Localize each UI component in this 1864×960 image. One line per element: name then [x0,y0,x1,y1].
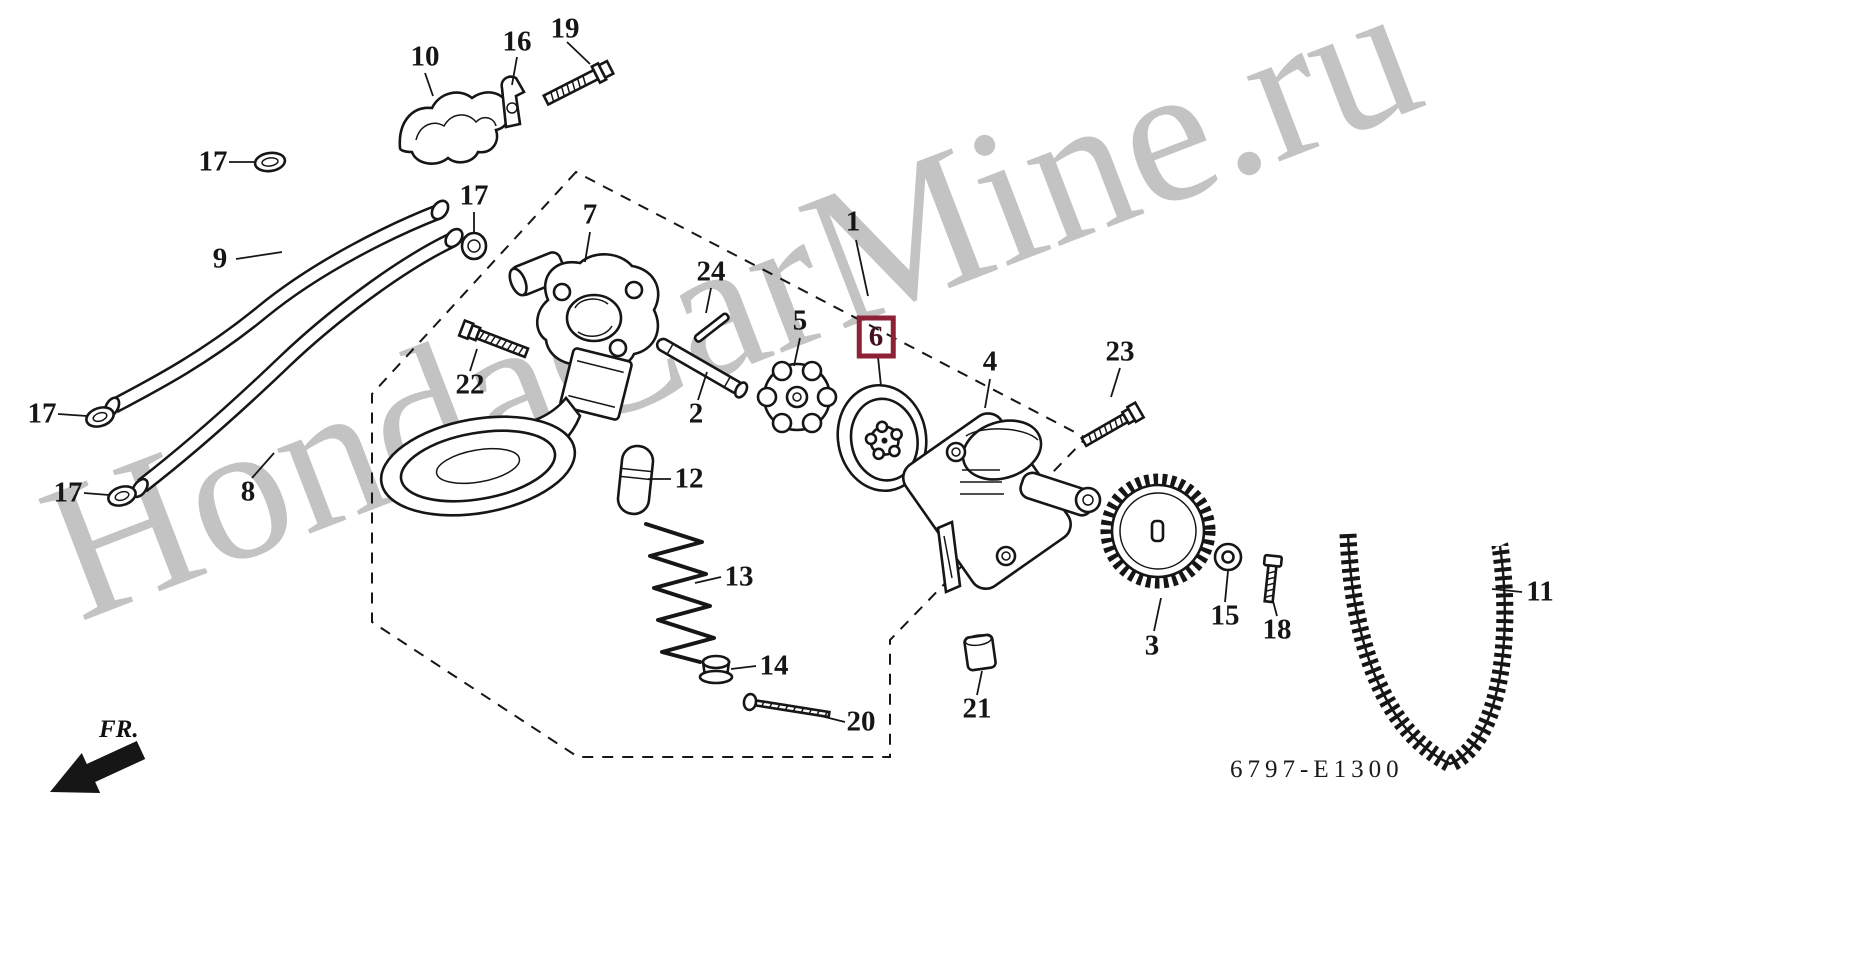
bolt-19 [541,59,616,107]
part-label-12[interactable]: 12 [674,462,704,495]
o-ring-17a [253,151,287,173]
oil-hose-9 [103,199,450,418]
part-label-21[interactable]: 21 [962,692,992,725]
spring-seat-14 [698,654,734,685]
part-label-17a[interactable]: 17 [198,145,228,178]
fr-arrow-icon [50,741,146,793]
part-label-17c[interactable]: 17 [27,397,57,430]
bracket-16 [500,75,526,129]
part-label-19[interactable]: 19 [550,12,580,45]
part-label-13[interactable]: 13 [724,560,754,593]
relief-valve-12 [616,444,655,516]
screw-20 [742,692,831,719]
chain-11 [1339,533,1514,774]
pump-cover-4 [901,412,1102,594]
diagram-code: 6797-E1300 [1230,756,1404,783]
part-label-15[interactable]: 15 [1210,599,1240,632]
part-label-17d[interactable]: 17 [53,476,83,509]
part-label-20[interactable]: 20 [846,705,876,738]
hose-bracket-10 [398,91,511,165]
oil-pump-body-7 [379,251,660,517]
pump-shaft-2 [655,337,749,399]
o-ring-17b [460,231,488,261]
part-label-7[interactable]: 7 [582,198,598,231]
dowel-pin-24 [693,312,730,343]
part-label-9[interactable]: 9 [212,242,228,275]
sleeve-21 [963,633,997,672]
bolt-22 [457,318,530,359]
bolt-23 [1079,400,1146,448]
outer-rotor-6 [836,383,928,493]
leader-lines [57,41,1523,723]
part-label-1[interactable]: 1 [845,205,861,238]
part-label-17b[interactable]: 17 [459,179,489,212]
part-label-24[interactable]: 24 [696,255,726,288]
part-label-5[interactable]: 5 [792,304,808,337]
part-label-3[interactable]: 3 [1144,629,1160,662]
part-label-18[interactable]: 18 [1262,613,1292,646]
valve-spring-13 [644,522,716,664]
bolt-18 [1262,553,1284,604]
part-label-16[interactable]: 16 [502,25,532,58]
washer-15 [1213,542,1243,572]
inner-rotor-5 [756,360,838,434]
part-label-11[interactable]: 11 [1526,575,1554,608]
part-label-8[interactable]: 8 [240,475,256,508]
o-ring-17d [107,485,137,507]
part-6-highlight-box[interactable]: 6 [856,315,896,359]
o-ring-17c [85,406,115,428]
part-label-2[interactable]: 2 [688,397,704,430]
part-label-4[interactable]: 4 [982,345,998,378]
part-label-10[interactable]: 10 [410,40,440,73]
sprocket-3 [1100,473,1216,589]
part-label-14[interactable]: 14 [759,649,789,682]
part-label-6[interactable]: 6 [868,320,884,353]
part-label-22[interactable]: 22 [455,368,485,401]
part-label-23[interactable]: 23 [1105,335,1135,368]
fr-label: FR. [99,716,139,743]
